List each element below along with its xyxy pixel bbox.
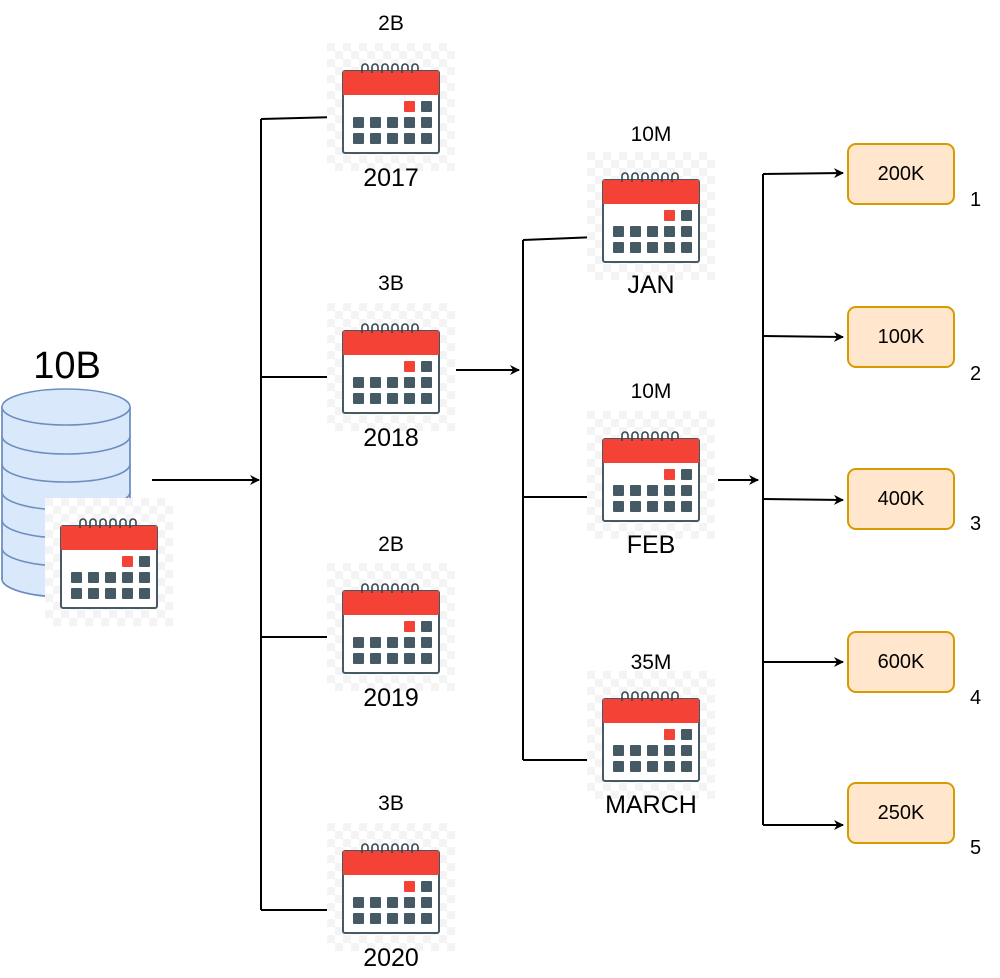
calendar-icon (327, 43, 455, 171)
partition-box: 600K (847, 631, 955, 693)
partition-index: 4 (970, 687, 982, 709)
calendar-icon (327, 823, 455, 951)
calendar-icon (587, 152, 715, 280)
year-label: 2017 (363, 164, 419, 192)
year-count-label: 3B (378, 792, 404, 815)
total-count-label: 10B (33, 345, 101, 387)
calendar-icon (587, 411, 715, 539)
partition-index: 1 (970, 189, 982, 211)
partition-index: 5 (970, 837, 982, 859)
month-label: FEB (626, 531, 676, 559)
partition-box: 200K (847, 143, 955, 205)
year-count-label: 3B (378, 272, 404, 295)
partition-connectors (718, 168, 844, 830)
year-connectors (152, 112, 338, 915)
year-count-label: 2B (378, 533, 404, 556)
month-count-label: 10M (630, 123, 672, 146)
calendar-icon (327, 563, 455, 691)
partition-index: 3 (970, 513, 982, 535)
calendar-icon (45, 498, 173, 626)
partition-box: 100K (847, 306, 955, 368)
calendar-icon (327, 303, 455, 431)
partition-box: 400K (847, 468, 955, 530)
year-label: 2020 (363, 944, 419, 972)
month-connectors (456, 232, 604, 765)
month-label: MARCH (605, 791, 697, 819)
year-count-label: 2B (378, 12, 404, 35)
calendar-icon (587, 671, 715, 799)
month-count-label: 10M (630, 380, 672, 403)
partition-index: 2 (970, 363, 982, 385)
year-label: 2019 (363, 684, 419, 712)
partition-box: 250K (847, 782, 955, 844)
month-label: JAN (627, 271, 675, 299)
year-label: 2018 (363, 424, 419, 452)
month-count-label: 35M (630, 651, 672, 674)
